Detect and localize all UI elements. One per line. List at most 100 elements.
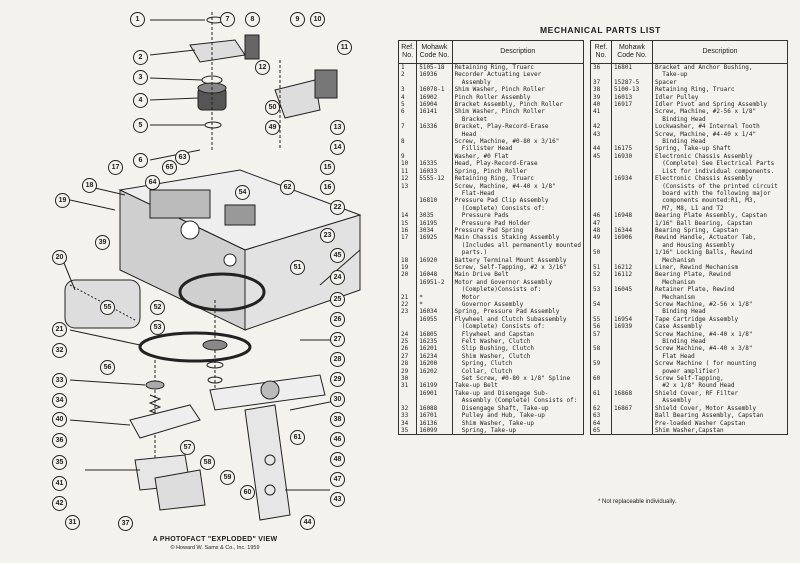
callout-30: 30 bbox=[330, 392, 345, 407]
part-description: Pressure Pad Spring bbox=[451, 226, 585, 235]
mohawk-code bbox=[611, 123, 653, 131]
mohawk-code: 16955 bbox=[416, 315, 453, 331]
code-header: Mohawk Code No. bbox=[611, 40, 653, 64]
mohawk-code: 16801 bbox=[611, 63, 653, 79]
part-description: Bracket, Play-Record-Erase Head bbox=[451, 123, 585, 139]
ref-number: 49 bbox=[590, 234, 612, 250]
table-row: 30 Set Screw, #0-80 x 1/8" Spline bbox=[397, 375, 585, 383]
mohawk-code: 16951-2 bbox=[416, 278, 453, 294]
callout-6: 6 bbox=[133, 153, 148, 168]
ref-number: 57 bbox=[590, 330, 612, 346]
mohawk-code: 16212 bbox=[611, 263, 653, 272]
ref-number: 41 bbox=[590, 108, 612, 124]
part-description: 1/16" Locking Balls, Rewind Mechanism bbox=[652, 249, 788, 264]
code-header: Mohawk Code No. bbox=[416, 40, 453, 64]
mohawk-code: 16202 bbox=[416, 367, 453, 376]
mohawk-code: 16701 bbox=[416, 412, 453, 420]
mohawk-code bbox=[611, 249, 653, 264]
part-description: Screw Machine ( for mounting power ampli… bbox=[652, 360, 788, 376]
callout-59: 59 bbox=[220, 470, 235, 485]
mohawk-code: 16930 bbox=[611, 152, 653, 176]
callout-65: 65 bbox=[162, 160, 177, 175]
ref-number: 24 bbox=[397, 330, 418, 339]
mohawk-code: 16335 bbox=[416, 160, 453, 168]
part-description: Shim Washer, Clutch bbox=[451, 352, 585, 361]
mohawk-code: 16336 bbox=[416, 123, 453, 139]
table-row: 22* Governor Assembly bbox=[397, 301, 585, 309]
callout-31: 31 bbox=[65, 515, 80, 530]
mohawk-code: 15287-5 bbox=[611, 78, 653, 87]
ref-number: 18 bbox=[397, 256, 418, 264]
callout-28: 28 bbox=[330, 352, 345, 367]
ref-number: 39 bbox=[590, 93, 612, 102]
part-description: Ball Bearing Assembly, Capstan bbox=[652, 412, 788, 420]
callout-20: 20 bbox=[52, 250, 67, 265]
mohawk-code: 16200 bbox=[416, 360, 453, 368]
callout-49: 49 bbox=[265, 120, 280, 135]
callout-7: 7 bbox=[220, 12, 235, 27]
part-description: Main Chassis Staking Assembly (Includes … bbox=[451, 234, 585, 257]
callout-44: 44 bbox=[300, 515, 315, 530]
part-description: Spring, Take-up bbox=[451, 426, 585, 436]
part-description: Screw, Machine, #2-56 x 1/8" Binding Hea… bbox=[652, 108, 788, 124]
callout-48: 48 bbox=[330, 452, 345, 467]
ref-number: 40 bbox=[590, 101, 612, 109]
callout-39: 39 bbox=[95, 235, 110, 250]
part-description: Shim Washer, Pinch Roller bbox=[451, 86, 585, 94]
mohawk-code: 16199 bbox=[416, 382, 453, 390]
part-description: Screw Machine, #2-56 x 1/8" Binding Head bbox=[652, 301, 788, 316]
part-description: Recorder Actuating Lever Assembly bbox=[451, 71, 585, 87]
mohawk-code: 16917 bbox=[611, 101, 653, 109]
callout-61: 61 bbox=[290, 430, 305, 445]
part-description: Screw Machine, #4-40 x 3/8" Flat Head bbox=[652, 345, 788, 361]
mohawk-code: 16088 bbox=[416, 404, 453, 413]
callout-36: 36 bbox=[52, 433, 67, 448]
ref-number: 42 bbox=[590, 123, 612, 131]
part-description: Pulley and Hub, Take-up bbox=[451, 412, 585, 420]
part-description: Collar, Clutch bbox=[451, 367, 585, 376]
callout-63: 63 bbox=[175, 150, 190, 165]
mohawk-code: * bbox=[416, 293, 453, 301]
description-header: Description bbox=[652, 40, 788, 64]
part-description: Motor bbox=[451, 293, 585, 301]
mohawk-code: 3035 bbox=[416, 212, 453, 220]
callout-9: 9 bbox=[290, 12, 305, 27]
part-description: Spring, Take-up Shaft bbox=[652, 145, 788, 153]
mohawk-code: 16939 bbox=[611, 323, 653, 331]
callout-41: 41 bbox=[52, 476, 67, 491]
ref-number: 27 bbox=[397, 352, 418, 361]
mohawk-code: 16805 bbox=[416, 330, 453, 339]
mohawk-code bbox=[416, 152, 453, 161]
mohawk-code: 16141 bbox=[416, 108, 453, 124]
diagram-caption: A PHOTOFACT "EXPLODED" VIEW © Howard W. … bbox=[140, 536, 290, 552]
part-description: Bearing Plate, Rewind Mechanism bbox=[652, 271, 788, 287]
exploded-view-diagram: 1 2 3 4 5 6 17 18 19 20 21 32 33 34 40 3… bbox=[0, 0, 396, 563]
ref-number: 50 bbox=[590, 249, 612, 264]
ref-number: 7 bbox=[397, 123, 418, 139]
callout-26: 26 bbox=[330, 312, 345, 327]
mohawk-code: 16013 bbox=[611, 93, 653, 102]
